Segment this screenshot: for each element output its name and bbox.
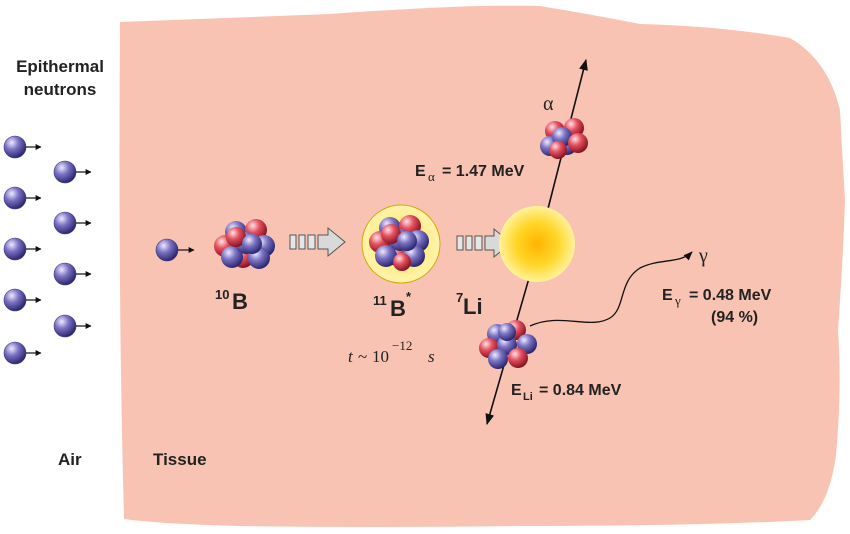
neutron-with-arrow — [53, 160, 92, 184]
li-energy-e: E — [511, 382, 522, 399]
epithermal-label: Epithermal — [16, 57, 104, 76]
alpha-energy-e: E — [415, 163, 426, 180]
neutron-with-arrow — [3, 186, 42, 210]
b11-excited-mark: * — [406, 289, 412, 304]
li-energy-sub: Li — [523, 391, 533, 403]
b11-symbol: B — [390, 296, 406, 321]
lithium-nucleus — [479, 320, 537, 369]
process-arrow — [456, 227, 512, 259]
neutron-with-arrow — [53, 314, 92, 338]
gamma-energy-value: = 0.48 MeV — [689, 287, 772, 304]
process-arrow — [289, 226, 346, 258]
incident-neutron — [155, 238, 195, 262]
li-energy-value: = 0.84 MeV — [539, 382, 622, 399]
tissue-label: Tissue — [153, 450, 207, 469]
b11-mass: 11 — [373, 293, 387, 308]
tissue-region — [119, 5, 845, 527]
li7-mass: 7 — [456, 290, 463, 305]
neutrons-label: neutrons — [24, 80, 97, 99]
li7-symbol: Li — [463, 294, 483, 319]
alpha-symbol: α — [543, 93, 554, 115]
lifetime-approx: ~ — [358, 347, 367, 366]
gamma-ray-path — [529, 251, 693, 327]
neutron-with-arrow — [3, 135, 42, 159]
lifetime-base: 10 — [372, 347, 389, 366]
b10-symbol: B — [232, 289, 248, 314]
b10-mass: 10 — [215, 287, 229, 302]
air-neutron-beam — [3, 135, 92, 365]
gamma-energy-sub: γ — [674, 293, 681, 308]
gamma-symbol: γ — [698, 245, 708, 267]
lifetime-t: t — [348, 347, 354, 366]
lifetime-exponent: −12 — [392, 338, 412, 353]
alpha-particle — [540, 118, 588, 159]
neutron-with-arrow — [3, 288, 42, 312]
neutron-with-arrow — [3, 341, 42, 365]
alpha-energy-value: = 1.47 MeV — [442, 163, 525, 180]
neutron-with-arrow — [53, 211, 92, 235]
neutron-with-arrow — [3, 237, 42, 261]
b10-nucleus — [214, 219, 275, 269]
b11-compound-nucleus — [361, 204, 441, 284]
gamma-branching: (94 %) — [711, 309, 758, 326]
reaction-flash — [499, 206, 575, 282]
gamma-energy-e: E — [662, 287, 673, 304]
air-label: Air — [58, 450, 82, 469]
neutron-with-arrow — [53, 262, 92, 286]
alpha-energy-sub: α — [428, 169, 435, 184]
lifetime-unit: s — [428, 347, 435, 366]
